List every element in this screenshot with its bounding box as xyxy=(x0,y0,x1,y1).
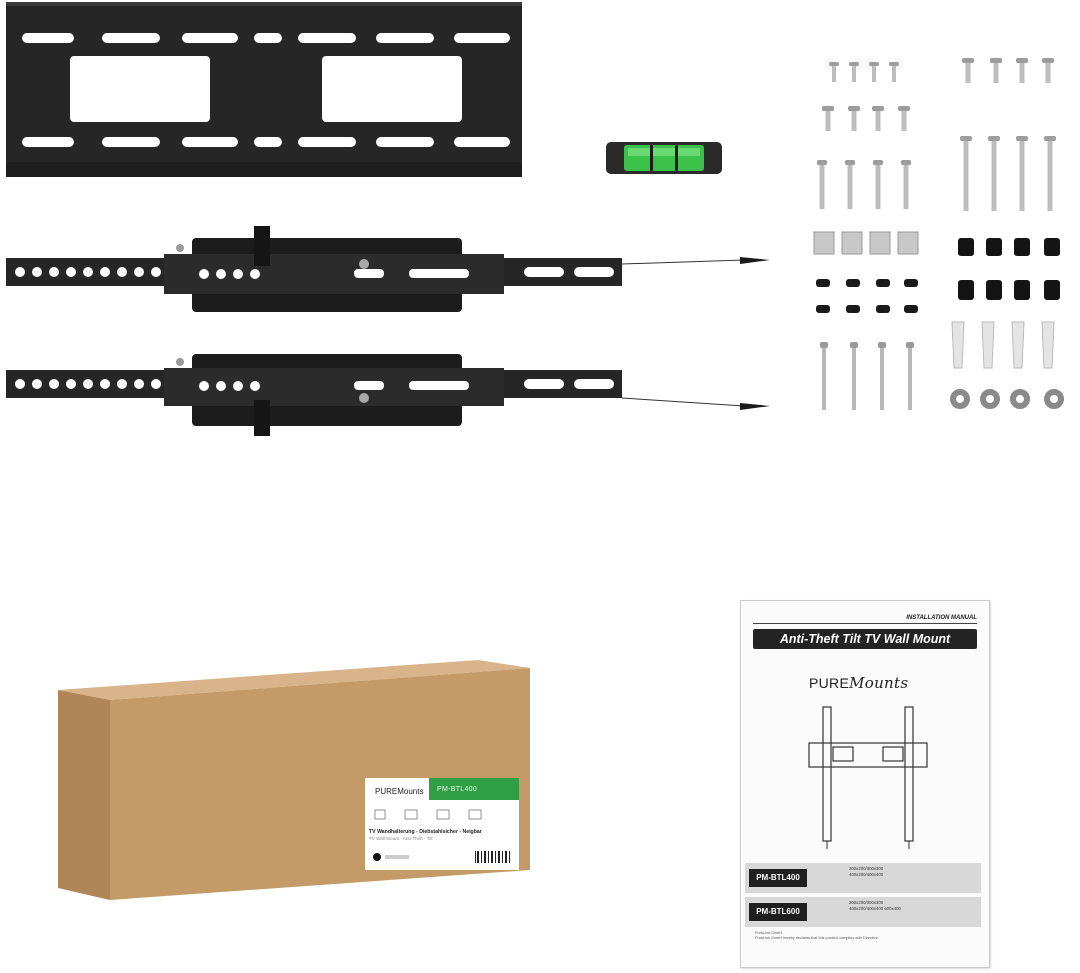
manual-footer: PureLink GmbH PureLink GmbH hereby decla… xyxy=(755,931,975,941)
label-brand: PUREMounts xyxy=(375,787,424,796)
manual-footer-company: PureLink GmbH xyxy=(755,931,783,935)
manual-mount-drawing xyxy=(808,706,928,849)
installation-manual: INSTALLATION MANUAL Anti-Theft Tilt TV W… xyxy=(740,600,990,968)
label-barcode xyxy=(373,851,510,863)
label-model-band xyxy=(429,778,519,800)
hardware-kit xyxy=(800,50,1080,420)
wall-plate xyxy=(6,2,522,177)
tv-bracket-arm-top xyxy=(4,224,774,316)
manual-row-1: PM-BTL400 200x200/300x300 400x200/400x40… xyxy=(745,863,981,893)
manual-model-table: PM-BTL400 200x200/300x300 400x200/400x40… xyxy=(745,863,981,933)
label-title-de: TV Wandhalterung - Diebstahlsicher - Nei… xyxy=(369,829,482,835)
bubble-level xyxy=(606,140,722,176)
manual-footer-text: PureLink GmbH hereby declares that this … xyxy=(755,936,878,940)
box-label: PUREMounts PM-BTL400 TV Wandhalterung - … xyxy=(365,778,519,870)
manual-header: INSTALLATION MANUAL xyxy=(753,615,977,624)
manual-brand-text: PURE xyxy=(809,675,850,691)
manual-title: Anti-Theft Tilt TV Wall Mount xyxy=(753,629,977,649)
manual-specs-1: 200x200/300x300 400x200/400x400 xyxy=(849,866,884,877)
label-pictograms xyxy=(374,809,482,820)
manual-model-2: PM-BTL600 xyxy=(749,903,807,921)
manual-specs-2: 200x200/300x300 400x200/400x400 600x400 xyxy=(849,900,901,911)
tv-bracket-arm-bottom xyxy=(4,342,774,438)
manual-model-1: PM-BTL400 xyxy=(749,869,807,887)
manual-brand: PUREMounts xyxy=(809,674,908,692)
label-title-en: TV Wall Mount - Anti-Theft - Tilt xyxy=(369,836,433,841)
label-model: PM-BTL400 xyxy=(437,786,478,793)
manual-row-2: PM-BTL600 200x200/300x300 400x200/400x40… xyxy=(745,897,981,927)
manual-brand-script: Mounts xyxy=(849,674,909,692)
